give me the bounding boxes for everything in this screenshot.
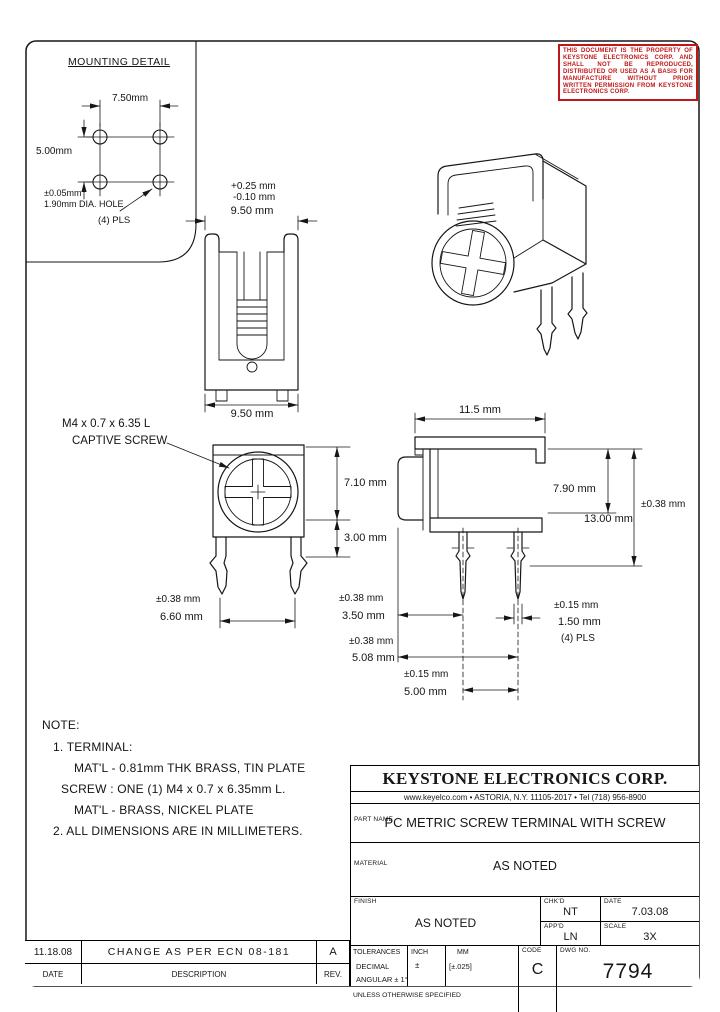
hole-tolerance: ±0.05mm	[44, 188, 82, 198]
dim-c: 5.00 mm	[404, 686, 447, 698]
dim-depth: 11.5 mm	[459, 404, 501, 416]
hole-diameter-label: 1.90mm DIA. HOLE	[44, 199, 124, 209]
dwg-cell: DWG NO. 7794	[557, 946, 699, 1012]
pin-width-tolerance: ±0.15 mm	[554, 600, 599, 611]
revision-col-rev: REV.	[324, 969, 342, 979]
dim-b-tolerance: ±0.38 mm	[349, 636, 394, 647]
chkd-value: NT	[563, 906, 578, 918]
code-label: CODE	[522, 947, 542, 954]
mounting-detail-title: MOUNTING DETAIL	[68, 56, 171, 68]
tolerance-decimal-mm: [±.025]	[449, 962, 472, 971]
tolerances-col-inch: INCH	[411, 949, 429, 956]
dim-head-height: 7.10 mm	[344, 477, 387, 489]
tolerance-divider	[407, 946, 408, 986]
front-width-bottom: 9.50 mm	[230, 408, 274, 420]
revision-entry-description: CHANGE AS PER ECN 08-181	[82, 941, 317, 963]
dim-body-height: 3.00 mm	[344, 532, 387, 544]
mounting-detail-drawing	[25, 40, 197, 263]
dim-c-tolerance: ±0.15 mm	[404, 669, 449, 680]
front-width-top: 9.50 mm	[230, 205, 274, 217]
note-item-1b: SCREW : ONE (1) M4 x 0.7 x 6.35mm L.	[61, 782, 286, 796]
tolerance-decimal-label: DECIMAL	[356, 962, 390, 971]
captive-screw-callout-line1: M4 x 0.7 x 6.35 L	[62, 418, 151, 430]
dim-overall-height: 13.00 mm	[584, 513, 633, 525]
note-item-1: 1. TERMINAL:	[53, 740, 133, 754]
notes-heading: NOTE:	[42, 718, 80, 732]
front-width-tol-plus: +0.25 mm	[231, 181, 276, 192]
tolerance-decimal-inch: ±	[415, 961, 420, 970]
tolerance-angular: ANGULAR ± 1°	[356, 975, 408, 984]
leg-span-tolerance: ±0.38 mm	[156, 594, 201, 605]
tolerances-cell: TOLERANCES INCH MM DECIMAL ± [±.025] ANG…	[351, 946, 519, 1012]
title-block: KEYSTONE ELECTRONICS CORP. www.keyelco.c…	[350, 765, 699, 1012]
hole-places-label: (4) PLS	[98, 215, 131, 226]
date-value: 7.03.08	[631, 906, 669, 918]
date-label: DATE	[604, 898, 622, 905]
company-address: www.keyelco.com • ASTORIA, N.Y. 11105-20…	[351, 792, 699, 804]
appd-value: LN	[563, 930, 578, 943]
scale-value: 3X	[643, 930, 657, 943]
profile-view-drawing	[397, 412, 643, 701]
isometric-view-drawing	[431, 153, 588, 356]
dim-leg-span: 6.60 mm	[160, 611, 203, 623]
tolerances-col-mm: MM	[457, 949, 469, 956]
dim-head-profile: 7.90 mm	[553, 483, 596, 495]
front-width-tol-minus: -0.10 mm	[233, 192, 276, 203]
revision-entry-date: 11.18.08	[25, 941, 82, 963]
dim-a-tolerance: ±0.38 mm	[339, 593, 384, 604]
dwg-number-value: 7794	[602, 960, 654, 983]
chkd-label: CHK'D	[544, 898, 565, 905]
captive-screw-callout-line2: CAPTIVE SCREW	[72, 435, 168, 447]
overall-height-tolerance: ±0.38 mm	[641, 499, 686, 510]
part-name-value: PC METRIC SCREW TERMINAL WITH SCREW	[384, 815, 666, 830]
finish-value: AS NOTED	[414, 916, 477, 930]
front-view-drawing	[185, 215, 318, 413]
revision-entry-letter: A	[329, 946, 337, 958]
dwg-number-label: DWG NO.	[560, 947, 591, 954]
screw-face-view-drawing	[166, 442, 351, 629]
tolerances-label: TOLERANCES	[353, 949, 401, 956]
note-item-1a: MAT'L - 0.81mm THK BRASS, TIN PLATE	[74, 761, 306, 775]
dim-hole-spacing-vertical: 5.00mm	[36, 146, 73, 157]
finish-label: FINISH	[354, 898, 377, 905]
unless-otherwise-note: UNLESS OTHERWISE SPECIFIED	[353, 992, 461, 999]
code-value: C	[531, 961, 544, 978]
dim-hole-spacing-horizontal: 7.50mm	[111, 93, 149, 104]
dim-pin-width: 1.50 mm	[558, 616, 601, 628]
tolerance-divider	[445, 946, 446, 986]
note-item-1c: MAT'L - BRASS, NICKEL PLATE	[74, 803, 254, 817]
company-name: KEYSTONE ELECTRONICS CORP.	[382, 769, 668, 788]
code-cell: CODE C	[519, 946, 557, 1012]
part-name-label: PART NAME	[354, 816, 394, 823]
proprietary-notice: THIS DOCUMENT IS THE PROPERTY OF KEYSTON…	[558, 44, 698, 101]
revision-block: 11.18.08 CHANGE AS PER ECN 08-181 A DATE…	[25, 940, 350, 986]
revision-col-date: DATE	[25, 964, 82, 984]
note-item-2: 2. ALL DIMENSIONS ARE IN MILLIMETERS.	[53, 824, 303, 838]
dim-b: 5.08 mm	[352, 652, 395, 664]
dim-a: 3.50 mm	[342, 610, 385, 622]
material-value: AS NOTED	[493, 859, 557, 873]
scale-label: SCALE	[604, 922, 627, 930]
material-label: MATERIAL	[354, 860, 388, 867]
appd-label: APP'D	[544, 922, 564, 930]
sheet-border	[25, 40, 700, 987]
pin-places-label: (4) PLS	[561, 633, 595, 644]
revision-col-description: DESCRIPTION	[82, 964, 317, 984]
